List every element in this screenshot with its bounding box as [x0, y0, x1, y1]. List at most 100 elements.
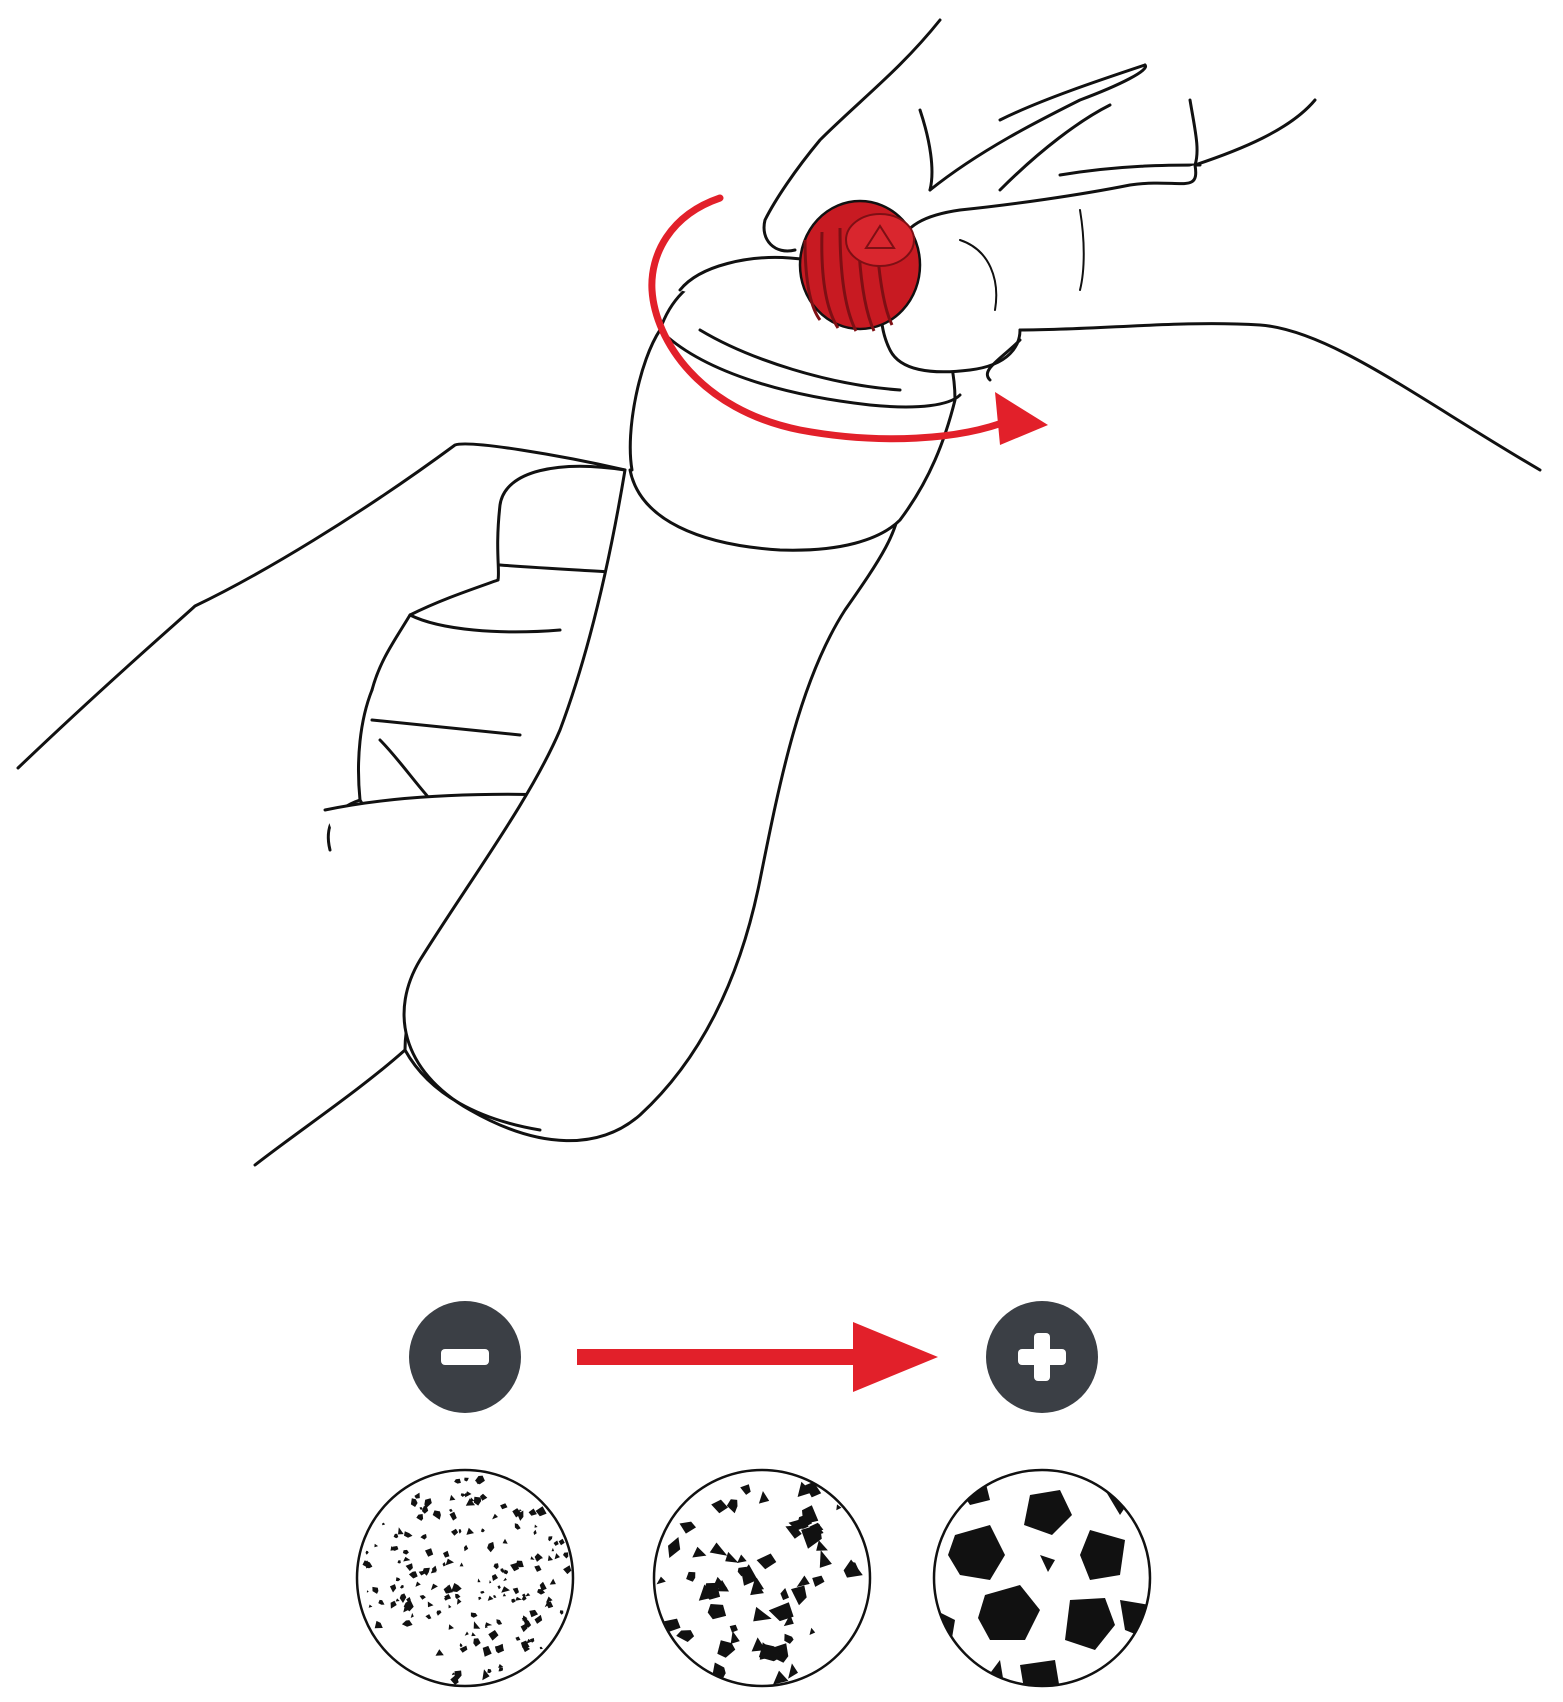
medium-particle	[692, 1546, 707, 1558]
fine-particle	[498, 1664, 504, 1668]
medium-particle	[707, 1604, 727, 1620]
coarse-particle	[1024, 1490, 1072, 1535]
medium-particle	[805, 1481, 822, 1498]
medium-particle	[783, 1614, 794, 1627]
fine-particle	[515, 1596, 523, 1601]
fine-particle	[514, 1523, 521, 1530]
fine-particle	[405, 1563, 413, 1571]
fine-particle	[553, 1540, 559, 1546]
fine-particle	[449, 1508, 453, 1512]
fine-particle	[473, 1621, 481, 1629]
fine-particle	[526, 1638, 532, 1644]
fine-particle	[491, 1574, 498, 1581]
fine-particle	[496, 1643, 504, 1651]
fine-particle	[470, 1612, 478, 1618]
fine-particle	[529, 1638, 535, 1643]
fine-particle	[448, 1624, 454, 1630]
medium-particle	[741, 1564, 758, 1586]
fine-particle	[518, 1509, 522, 1512]
fine-particle	[559, 1610, 564, 1615]
fine-particle	[478, 1596, 482, 1601]
pepper-grinder	[402, 256, 962, 1143]
fine-particle	[487, 1668, 492, 1674]
fine-particle	[415, 1581, 421, 1587]
fine-particle	[465, 1498, 475, 1506]
fine-particle	[535, 1506, 547, 1517]
fine-particle	[554, 1553, 560, 1560]
fine-particle	[463, 1493, 468, 1496]
fine-particle	[425, 1614, 432, 1620]
grind-sample-coarse	[932, 1468, 1152, 1688]
fine-particle	[530, 1556, 535, 1560]
fine-particle	[451, 1583, 462, 1592]
fine-particle	[443, 1550, 450, 1558]
fine-particle	[558, 1538, 565, 1546]
fine-particle	[448, 1604, 452, 1609]
fine-particle	[521, 1616, 529, 1623]
fine-particle	[496, 1619, 503, 1625]
fine-particle	[425, 1548, 434, 1557]
medium-particle	[768, 1602, 794, 1622]
medium-particle	[753, 1606, 772, 1622]
medium-particle	[773, 1670, 789, 1685]
medium-particle	[679, 1521, 696, 1534]
fine-particle	[454, 1478, 461, 1484]
fine-particle	[510, 1562, 519, 1572]
fine-particle	[419, 1507, 423, 1510]
fine-particle	[521, 1596, 527, 1601]
medium-particle	[717, 1640, 736, 1658]
fine-particle	[484, 1622, 493, 1627]
coarse-particle	[1040, 1555, 1055, 1572]
fine-particle	[432, 1510, 441, 1520]
fine-particle	[471, 1632, 476, 1637]
fine-particle	[400, 1585, 404, 1589]
fine-particle	[512, 1587, 519, 1595]
medium-particle	[812, 1575, 825, 1587]
fine-particle	[482, 1669, 490, 1681]
fine-particle	[551, 1547, 555, 1552]
fine-particle	[430, 1583, 438, 1591]
fine-particle	[457, 1598, 462, 1605]
fine-particle	[533, 1529, 537, 1535]
fine-particle	[464, 1544, 469, 1552]
fine-particle	[449, 1494, 456, 1501]
fine-particle	[515, 1636, 521, 1641]
coarse-particle	[1080, 1530, 1125, 1580]
fine-particle	[459, 1643, 463, 1648]
coarse-particle	[978, 1585, 1040, 1640]
fine-particle	[459, 1645, 468, 1653]
fine-particle	[522, 1646, 530, 1653]
fine-particle	[459, 1562, 464, 1567]
fine-particle	[517, 1510, 524, 1521]
fine-particle	[563, 1565, 572, 1575]
fine-particle	[520, 1624, 528, 1633]
medium-particle	[819, 1550, 832, 1568]
fine-particle	[464, 1631, 469, 1636]
fine-particle	[403, 1556, 411, 1562]
fine-particle	[390, 1600, 397, 1609]
medium-particle	[802, 1505, 819, 1524]
fine-particle	[397, 1560, 401, 1564]
fine-particle	[458, 1529, 462, 1534]
fine-particle	[500, 1568, 505, 1573]
medium-particle	[756, 1553, 777, 1570]
grind-scale	[409, 1301, 1098, 1413]
medium-particle	[801, 1524, 822, 1549]
medium-particle	[836, 1504, 842, 1511]
fine-particle	[389, 1584, 397, 1593]
fine-particle	[402, 1549, 409, 1555]
fine-particle	[521, 1593, 526, 1598]
medium-particle	[758, 1491, 770, 1504]
coarse-particle	[1065, 1598, 1115, 1650]
minus-icon	[409, 1301, 521, 1413]
medium-particle	[737, 1554, 747, 1563]
fine-particle	[445, 1558, 454, 1566]
fine-particle	[455, 1593, 461, 1599]
medium-particle	[726, 1499, 738, 1514]
fine-particle	[447, 1585, 453, 1594]
fine-particle	[374, 1620, 383, 1629]
medium-particle	[676, 1630, 695, 1642]
fine-particle	[502, 1593, 507, 1597]
fine-particle	[464, 1477, 469, 1482]
